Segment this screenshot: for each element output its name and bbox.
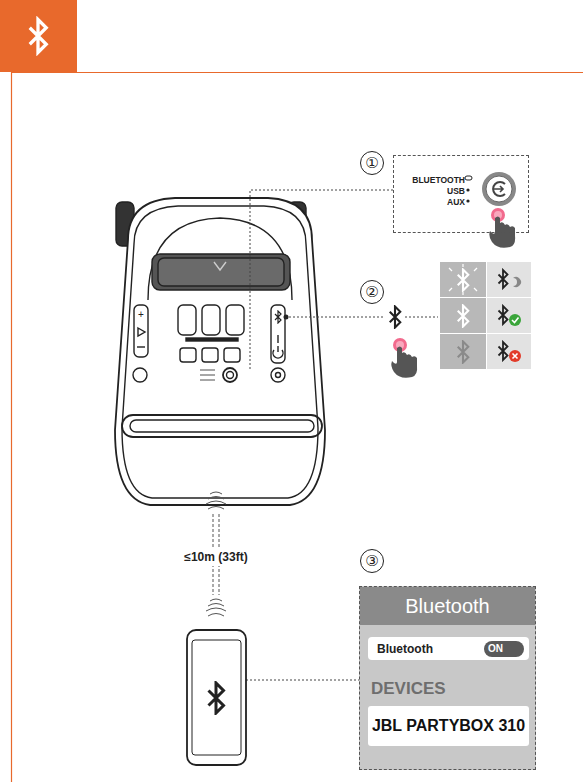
node-text: USB: [411, 186, 465, 196]
node-text: DEVICES: [371, 679, 446, 699]
toggle-row: Bluetooth ON: [368, 637, 529, 660]
header-tab: [0, 0, 77, 72]
source-button: [465, 172, 516, 248]
phone: [187, 630, 246, 765]
node-text: Bluetooth: [360, 587, 535, 625]
source-panel: BLUETOOTHUSBAUX: [393, 155, 529, 233]
toggle-switch: ON: [484, 641, 524, 657]
phone-settings-panel: BluetoothDEVICESBluetoothONJBL PARTYBOX …: [359, 586, 536, 770]
speaker: +: [115, 198, 325, 505]
frame-rule: [11, 72, 12, 782]
bluetooth-icon: [30, 20, 47, 53]
callout-number: ③: [360, 549, 384, 573]
node-text: BLUETOOTH: [411, 175, 465, 185]
node-text: AUX: [411, 197, 465, 207]
callout-number: ①: [360, 151, 384, 175]
callout-number: ②: [360, 280, 384, 304]
svg-text:+: +: [138, 309, 144, 320]
header-rule: [11, 72, 583, 73]
device-row: JBL PARTYBOX 310: [368, 706, 529, 746]
node-text: JBL PARTYBOX 310: [368, 717, 529, 735]
node-text: Bluetooth: [377, 642, 433, 656]
node-text: ON: [488, 642, 503, 655]
distance-label: ≤10m (33ft): [171, 548, 261, 566]
status-table: [390, 262, 531, 378]
